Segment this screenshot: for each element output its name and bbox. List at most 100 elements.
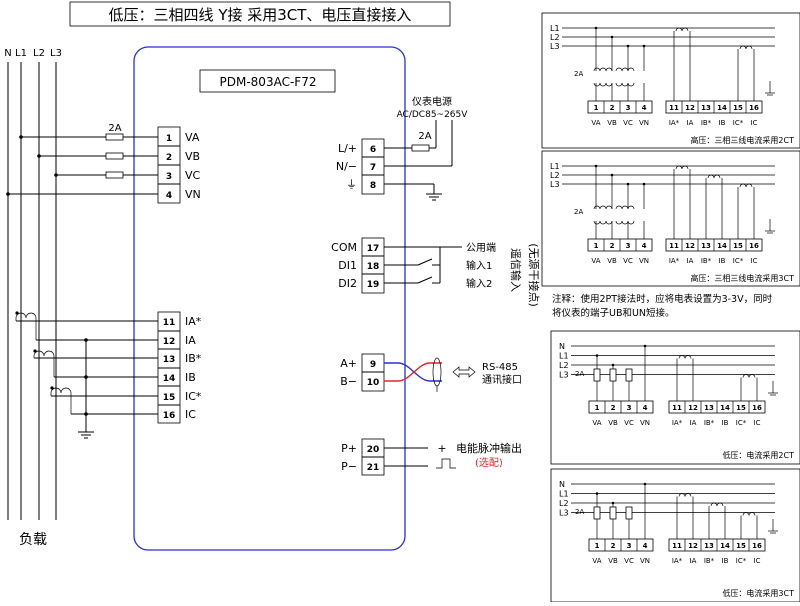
switch-terminal-block: (无源干接点) 遥信输入	[361, 237, 541, 307]
inset-diagrams: L1L2L31VA2VB3VC4VN11IA*12IA13IB*14IB15IC…	[541, 12, 800, 603]
terminal-17-number: 17	[367, 244, 380, 254]
terminal-15-label: IC*	[185, 390, 202, 403]
inset-line-label: L3	[550, 42, 560, 51]
terminal-10-number: 10	[367, 378, 380, 388]
pulse-block: + 电能脉冲输出 (选配)	[361, 438, 522, 476]
inset-2: L1L2L31VA2VB3VC4VN11IA*12IA13IB*14IB15IC…	[550, 162, 794, 283]
inset-terminal-number: 12	[685, 104, 695, 112]
inset-caption: 低压：电流采用3CT	[722, 588, 794, 598]
inset-terminal-label: VN	[640, 419, 650, 427]
inset-terminal-label: IB*	[704, 557, 715, 565]
power-note-line2: AC/DC85~265V	[397, 110, 469, 120]
rs485-block: RS-485 通讯接口	[361, 353, 522, 392]
inset-terminal-number: 15	[736, 404, 746, 412]
note-line1: 注释：使用2PT接法时，应将电表设置为3-3V，同时	[552, 293, 773, 305]
terminal-19-label: DI2	[338, 277, 357, 290]
inset-terminal-number: 3	[627, 404, 632, 412]
inset-terminal-number: 12	[688, 542, 698, 550]
inset-terminal-label: IB*	[701, 257, 712, 265]
inset-line-label: N	[559, 480, 565, 489]
inset-terminal-number: 16	[752, 404, 762, 412]
inset-terminal-label: IA*	[669, 119, 680, 127]
inset-terminal-number: 13	[701, 242, 711, 250]
terminal-20-label: P+	[341, 442, 357, 455]
inset-terminal-number: 11	[672, 404, 682, 412]
inset-terminal-number: 3	[627, 542, 632, 550]
inset-terminal-label: VC	[624, 419, 634, 427]
inset-line-label: L2	[550, 171, 560, 180]
inset-terminal-number: 4	[643, 542, 648, 550]
title-box	[69, 1, 451, 27]
inset-terminal-label: IB	[722, 557, 729, 565]
terminal-8-label: ⏚	[346, 178, 357, 191]
inset-terminal-number: 2	[610, 242, 615, 250]
inset-fuse-label: 2A	[574, 208, 583, 216]
inset-terminal-number: 1	[595, 404, 600, 412]
inset-terminal-label: VC	[623, 119, 633, 127]
terminal-2-label: VB	[185, 150, 200, 163]
fuse-a	[105, 133, 124, 141]
line-l1-label: L1	[15, 48, 27, 59]
inset-terminal-number: 12	[685, 242, 695, 250]
inset-terminal-label: IC	[754, 557, 761, 565]
terminal-9-label: A+	[340, 357, 357, 370]
terminal-12-number: 12	[163, 337, 176, 347]
inset-terminal-label: IC	[754, 419, 761, 427]
inset-terminal-number: 4	[642, 242, 647, 250]
load-label: 负载	[19, 532, 47, 548]
fuse-c	[105, 171, 124, 179]
terminal-8-number: 8	[370, 181, 376, 191]
inset-terminal-number: 1	[594, 242, 599, 250]
meter-body	[133, 46, 406, 551]
inset-fuse-label: 2A	[575, 508, 584, 516]
terminal-13-number: 13	[163, 355, 176, 365]
inset-line-label: L2	[559, 361, 569, 370]
terminal-4-number: 4	[166, 191, 172, 201]
terminal-12-label: IA	[185, 334, 196, 347]
terminal-1-number: 1	[166, 134, 172, 144]
terminal-7-label: N/−	[336, 160, 357, 173]
terminal-16-number: 16	[163, 411, 176, 421]
inset-3: NL1L2L31VA2VB3VC4VN11IA*12IA13IB*14IB15I…	[559, 342, 794, 460]
terminal-6-label: L/+	[338, 142, 357, 155]
inset-terminal-number: 14	[717, 242, 727, 250]
page-title: 低压：三相四线 Y接 采用3CT、电压直接接入	[109, 6, 412, 24]
terminal-3-number: 3	[166, 172, 172, 182]
inset-terminal-label: IC	[751, 257, 758, 265]
inset-terminal-label: IA*	[672, 419, 683, 427]
inset-terminal-number: 16	[752, 542, 762, 550]
mains-lines: N L1 L2 L3	[4, 48, 62, 520]
inset-terminal-number: 13	[704, 404, 714, 412]
inset-terminal-label: IC*	[733, 119, 744, 127]
inset-terminal-number: 15	[733, 104, 743, 112]
terminal-19-function: 输入2	[466, 277, 492, 290]
inset-terminal-label: VB	[607, 257, 617, 265]
fuse-label: 2A	[108, 123, 121, 134]
inset-terminal-label: IA*	[669, 257, 680, 265]
terminal-11-label: IA*	[185, 315, 202, 328]
inset-terminal-number: 14	[717, 104, 727, 112]
inset-caption: 高压：三相三线电流采用3CT	[690, 273, 794, 283]
inset-terminal-label: IA	[690, 419, 697, 427]
inset-terminal-label: IC*	[736, 419, 747, 427]
inset-terminal-number: 14	[720, 404, 730, 412]
inset-terminal-number: 15	[733, 242, 743, 250]
terminal-3-label: VC	[185, 169, 201, 182]
terminal-17-function: 公用端	[466, 241, 496, 254]
inset-terminal-number: 12	[688, 404, 698, 412]
terminal-16-label: IC	[185, 408, 196, 421]
terminal-18-function: 输入1	[466, 259, 492, 272]
terminal-21-number: 21	[367, 463, 380, 473]
terminal-17-label: COM	[331, 241, 357, 254]
terminal-18-number: 18	[367, 262, 380, 272]
inset-terminal-label: IC	[751, 119, 758, 127]
inset-line-label: N	[559, 342, 565, 351]
inset-line-label: L1	[550, 24, 560, 33]
inset-terminal-label: IB	[719, 257, 726, 265]
inset-terminal-number: 1	[594, 104, 599, 112]
pulse-plus: +	[437, 442, 446, 455]
inset-terminal-label: IA	[687, 257, 694, 265]
power-note-line1: 仪表电源	[412, 95, 452, 108]
inset-terminal-label: VN	[639, 119, 649, 127]
